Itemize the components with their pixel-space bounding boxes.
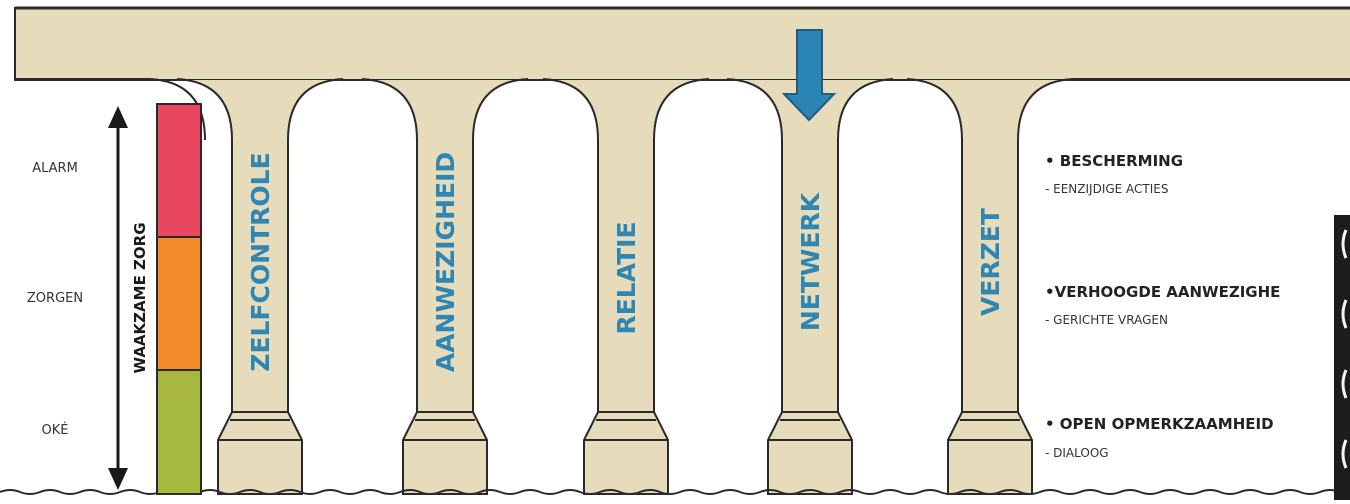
response-1-sub: - EENZIJDIGE ACTIES [1045, 182, 1169, 196]
response-2-title: •VERHOOGDE AANWEZIGHE [1045, 283, 1280, 301]
pillar-label: RELATIE [612, 221, 641, 334]
vertical-double-arrow-icon [108, 106, 128, 490]
responses-list: • BESCHERMING - EENZIJDIGE ACTIES •VERHO… [1045, 152, 1280, 460]
pillar-label: VERZET [976, 208, 1005, 316]
beam-body [15, 8, 1350, 80]
pillar-label: NETWERK [796, 191, 825, 331]
level-zorgen-label: ZORGEN [27, 291, 83, 306]
scale-segment-oke [157, 370, 201, 494]
scale-segment-zorgen [157, 237, 201, 370]
level-oke-label: OKÉ [42, 422, 69, 438]
scale-label: WAAKZAME ZORG [131, 222, 149, 373]
scale-segment-alarm [157, 104, 201, 237]
color-scale-bar [157, 104, 201, 494]
pillar-label: AANWEZIGHEID [431, 152, 460, 372]
level-alarm-label: ALARM [32, 161, 78, 176]
response-2-sub: - GERICHTE VRAGEN [1045, 313, 1168, 327]
response-3-sub: - DIALOOG [1045, 446, 1109, 460]
response-3-title: • OPEN OPMERKZAAMHEID [1045, 415, 1274, 433]
response-1-title: • BESCHERMING [1045, 152, 1183, 170]
pillar-label: ZELFCONTROLE [246, 152, 275, 371]
